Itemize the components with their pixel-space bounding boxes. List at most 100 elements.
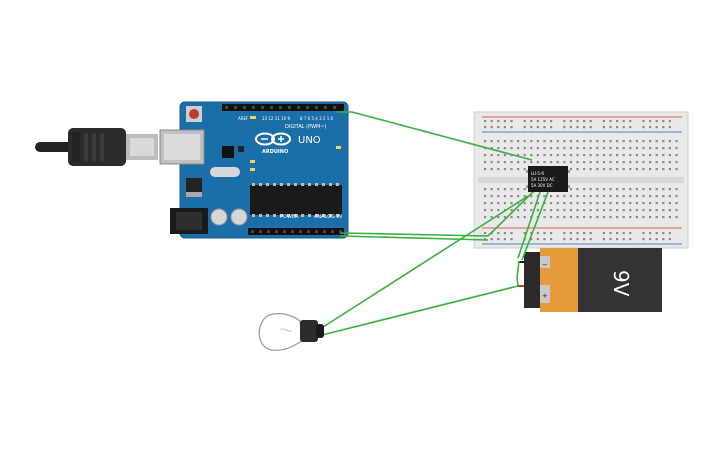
breadboard-hole[interactable] <box>635 188 638 191</box>
breadboard-hole[interactable] <box>609 232 612 235</box>
breadboard-hole[interactable] <box>563 154 566 157</box>
breadboard-hole[interactable] <box>556 202 559 205</box>
breadboard-hole[interactable] <box>583 238 586 241</box>
breadboard-hole[interactable] <box>622 188 625 191</box>
breadboard-hole[interactable] <box>609 161 612 164</box>
breadboard-hole[interactable] <box>490 126 493 129</box>
breadboard-hole[interactable] <box>589 120 592 123</box>
breadboard-hole[interactable] <box>649 168 652 171</box>
breadboard-hole[interactable] <box>550 154 553 157</box>
breadboard-hole[interactable] <box>602 202 605 205</box>
breadboard-hole[interactable] <box>576 147 579 150</box>
breadboard-hole[interactable] <box>655 126 658 129</box>
breadboard-hole[interactable] <box>563 161 566 164</box>
breadboard-hole[interactable] <box>503 147 506 150</box>
breadboard-hole[interactable] <box>484 168 487 171</box>
breadboard-hole[interactable] <box>622 209 625 212</box>
breadboard-hole[interactable] <box>675 202 678 205</box>
breadboard-hole[interactable] <box>655 195 658 198</box>
breadboard-hole[interactable] <box>503 202 506 205</box>
breadboard-hole[interactable] <box>655 202 658 205</box>
breadboard-hole[interactable] <box>655 209 658 212</box>
breadboard-hole[interactable] <box>490 140 493 143</box>
breadboard-hole[interactable] <box>668 120 671 123</box>
breadboard-hole[interactable] <box>576 232 579 235</box>
breadboard-hole[interactable] <box>523 188 526 191</box>
breadboard-hole[interactable] <box>569 168 572 171</box>
breadboard-hole[interactable] <box>490 195 493 198</box>
breadboard-hole[interactable] <box>589 232 592 235</box>
breadboard-hole[interactable] <box>635 195 638 198</box>
breadboard-hole[interactable] <box>602 195 605 198</box>
breadboard-hole[interactable] <box>576 126 579 129</box>
breadboard-hole[interactable] <box>668 140 671 143</box>
breadboard-hole[interactable] <box>490 154 493 157</box>
breadboard-hole[interactable] <box>550 161 553 164</box>
breadboard-hole[interactable] <box>642 216 645 219</box>
breadboard-hole[interactable] <box>550 238 553 241</box>
breadboard-hole[interactable] <box>550 126 553 129</box>
breadboard-hole[interactable] <box>662 168 665 171</box>
breadboard-hole[interactable] <box>503 195 506 198</box>
breadboard-hole[interactable] <box>510 140 513 143</box>
breadboard-hole[interactable] <box>484 195 487 198</box>
breadboard-hole[interactable] <box>602 147 605 150</box>
breadboard-hole[interactable] <box>569 188 572 191</box>
breadboard-hole[interactable] <box>649 195 652 198</box>
breadboard-hole[interactable] <box>616 120 619 123</box>
breadboard-hole[interactable] <box>662 126 665 129</box>
breadboard-hole[interactable] <box>583 126 586 129</box>
breadboard-hole[interactable] <box>517 209 520 212</box>
breadboard-hole[interactable] <box>642 161 645 164</box>
breadboard-hole[interactable] <box>649 209 652 212</box>
breadboard-hole[interactable] <box>510 195 513 198</box>
breadboard-hole[interactable] <box>649 120 652 123</box>
breadboard-hole[interactable] <box>589 140 592 143</box>
breadboard-hole[interactable] <box>629 202 632 205</box>
breadboard-hole[interactable] <box>530 232 533 235</box>
breadboard-hole[interactable] <box>655 188 658 191</box>
breadboard-hole[interactable] <box>550 140 553 143</box>
breadboard-hole[interactable] <box>622 161 625 164</box>
breadboard-hole[interactable] <box>503 120 506 123</box>
breadboard-hole[interactable] <box>484 188 487 191</box>
breadboard-hole[interactable] <box>510 232 513 235</box>
breadboard-hole[interactable] <box>536 209 539 212</box>
breadboard-hole[interactable] <box>589 161 592 164</box>
breadboard-hole[interactable] <box>543 209 546 212</box>
breadboard-hole[interactable] <box>583 232 586 235</box>
breadboard[interactable] <box>473 111 689 249</box>
breadboard-hole[interactable] <box>635 216 638 219</box>
breadboard-hole[interactable] <box>649 147 652 150</box>
breadboard-hole[interactable] <box>668 161 671 164</box>
breadboard-hole[interactable] <box>602 188 605 191</box>
breadboard-hole[interactable] <box>484 140 487 143</box>
breadboard-hole[interactable] <box>569 232 572 235</box>
breadboard-hole[interactable] <box>642 232 645 235</box>
breadboard-hole[interactable] <box>569 140 572 143</box>
breadboard-hole[interactable] <box>563 195 566 198</box>
breadboard-hole[interactable] <box>655 216 658 219</box>
breadboard-hole[interactable] <box>556 140 559 143</box>
breadboard-hole[interactable] <box>563 147 566 150</box>
breadboard-hole[interactable] <box>569 126 572 129</box>
breadboard-hole[interactable] <box>530 120 533 123</box>
breadboard-hole[interactable] <box>497 232 500 235</box>
breadboard-hole[interactable] <box>662 161 665 164</box>
breadboard-hole[interactable] <box>583 140 586 143</box>
breadboard-hole[interactable] <box>569 147 572 150</box>
breadboard-hole[interactable] <box>649 126 652 129</box>
breadboard-hole[interactable] <box>616 232 619 235</box>
breadboard-hole[interactable] <box>503 232 506 235</box>
breadboard-hole[interactable] <box>510 168 513 171</box>
breadboard-hole[interactable] <box>530 154 533 157</box>
breadboard-hole[interactable] <box>642 238 645 241</box>
breadboard-hole[interactable] <box>589 188 592 191</box>
breadboard-hole[interactable] <box>523 216 526 219</box>
breadboard-hole[interactable] <box>622 238 625 241</box>
breadboard-hole[interactable] <box>629 140 632 143</box>
breadboard-hole[interactable] <box>517 168 520 171</box>
breadboard-hole[interactable] <box>517 216 520 219</box>
breadboard-hole[interactable] <box>530 202 533 205</box>
breadboard-hole[interactable] <box>517 188 520 191</box>
